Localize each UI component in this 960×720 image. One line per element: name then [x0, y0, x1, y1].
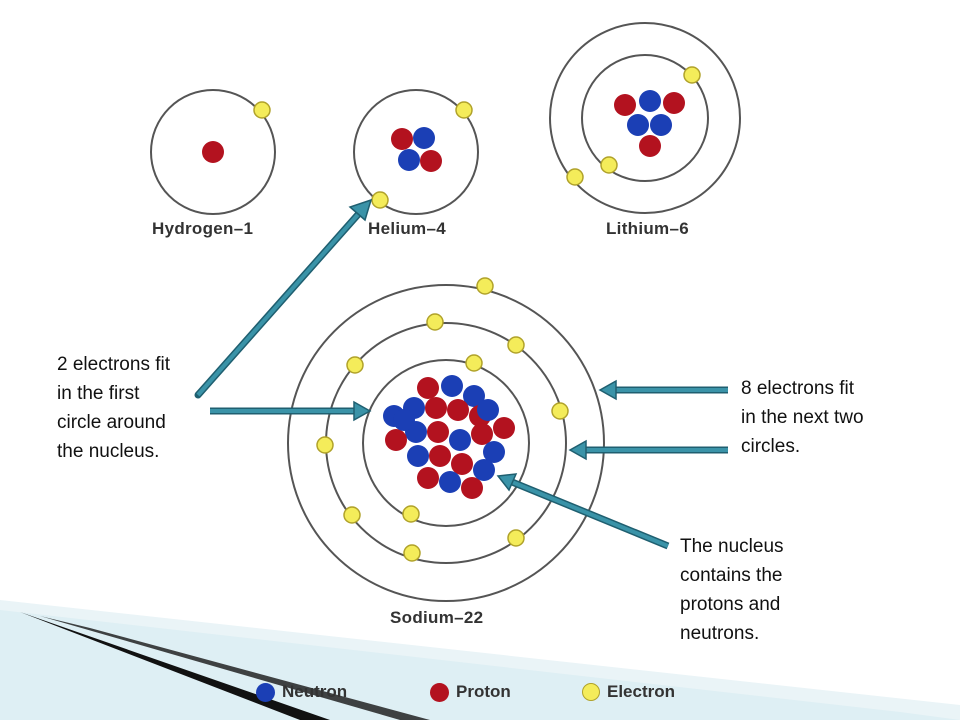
arrow-head-helium — [348, 198, 373, 222]
sodium-orbit-outer — [287, 284, 605, 602]
next-shells-note-line: 8 electrons fit — [741, 378, 854, 399]
legend-proton: Proton — [430, 680, 511, 704]
electron — [507, 529, 525, 547]
next-shells-note-line: circles. — [741, 436, 801, 457]
electron — [600, 156, 618, 174]
hydrogen-label: Hydrogen–1 — [152, 219, 254, 238]
proton — [385, 429, 407, 451]
nucleus-note: The nucleus contains the protons and neu… — [680, 532, 784, 648]
proton — [425, 397, 447, 419]
electron — [316, 436, 334, 454]
legend-neutron: Neutron — [256, 680, 347, 704]
arrow-head-outer-shell — [598, 379, 617, 401]
neutron-legend-icon — [256, 682, 275, 702]
electron — [476, 277, 494, 295]
first-shell-note: 2 electrons fit in the first circle arou… — [57, 350, 170, 466]
electron — [343, 506, 361, 524]
proton — [663, 92, 685, 114]
neutron — [650, 114, 672, 136]
proton — [429, 445, 451, 467]
proton — [639, 135, 661, 157]
legend-electron: Electron — [582, 680, 675, 704]
arrow-head-nucleus — [496, 473, 518, 492]
neutron — [483, 441, 505, 463]
sodium-orbit-inner — [362, 359, 530, 527]
first-shell-note-line: the nucleus. — [57, 441, 160, 462]
electron — [371, 191, 389, 209]
proton — [391, 128, 413, 150]
proton — [427, 421, 449, 443]
proton — [461, 477, 483, 499]
electron — [426, 313, 444, 331]
electron — [683, 66, 701, 84]
neutron — [463, 385, 485, 407]
electron — [402, 505, 420, 523]
neutron — [441, 375, 463, 397]
legend-proton-label: Proton — [456, 682, 511, 701]
particles-layer — [202, 66, 701, 562]
neutron — [393, 409, 415, 431]
lithium-orbit-outer — [549, 22, 741, 214]
first-shell-note-line: 2 electrons fit — [57, 354, 170, 375]
neutron — [477, 399, 499, 421]
next-shells-note: 8 electrons fit in the next two circles. — [741, 374, 864, 461]
electron — [507, 336, 525, 354]
first-shell-note-line: circle around — [57, 412, 166, 433]
nucleus-note-line: neutrons. — [680, 623, 760, 644]
neutron — [413, 127, 435, 149]
proton — [451, 453, 473, 475]
neutron — [473, 459, 495, 481]
first-shell-note-line: in the first — [57, 383, 140, 404]
proton — [447, 399, 469, 421]
proton — [493, 417, 515, 439]
neutron — [627, 114, 649, 136]
electron — [455, 101, 473, 119]
neutron — [407, 445, 429, 467]
neutron — [398, 149, 420, 171]
electron — [253, 101, 271, 119]
electron — [566, 168, 584, 186]
proton — [614, 94, 636, 116]
proton — [417, 467, 439, 489]
lithium-orbit-inner — [581, 54, 709, 182]
decorative-swoosh — [0, 600, 960, 720]
proton — [471, 423, 493, 445]
helium-label: Helium–4 — [368, 219, 446, 238]
nucleus-note-line: protons and — [680, 594, 781, 615]
sodium-label: Sodium–22 — [390, 608, 484, 627]
electron — [465, 354, 483, 372]
next-shells-note-line: in the next two — [741, 407, 864, 428]
proton-legend-icon — [430, 682, 449, 702]
nucleus-note-line: contains the — [680, 565, 783, 586]
helium-orbit — [353, 89, 479, 215]
proton — [420, 150, 442, 172]
legend-electron-label: Electron — [607, 682, 676, 701]
annotation-arrows — [194, 198, 728, 550]
electron — [346, 356, 364, 374]
legend-neutron-label: Neutron — [282, 682, 348, 701]
lithium-label: Lithium–6 — [606, 219, 689, 238]
electron — [403, 544, 421, 562]
proton — [417, 377, 439, 399]
electron-legend-icon — [582, 683, 600, 701]
arrow-head-first-shell — [353, 400, 372, 422]
neutron — [639, 90, 661, 112]
arrow-head-middle-shell — [568, 439, 587, 461]
neutron — [449, 429, 471, 451]
nucleus-note-line: The nucleus — [680, 536, 784, 557]
proton — [202, 141, 224, 163]
orbit-rings — [150, 22, 741, 602]
electron — [551, 402, 569, 420]
hydrogen-orbit — [150, 89, 276, 215]
neutron — [439, 471, 461, 493]
